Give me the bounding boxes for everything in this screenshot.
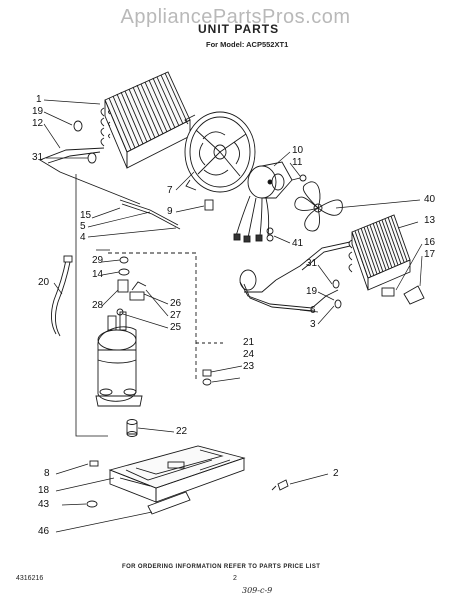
clip-19b <box>334 299 342 309</box>
callout-9: 9 <box>167 206 173 217</box>
clip-27 <box>131 281 147 291</box>
callout-23: 23 <box>243 361 255 372</box>
callout-7: 7 <box>167 185 173 196</box>
callout-10: 10 <box>292 145 304 156</box>
callout-6: 6 <box>310 305 316 316</box>
callout-14: 14 <box>92 269 104 280</box>
grommet-22 <box>126 419 138 437</box>
power-cord-20 <box>51 259 67 335</box>
drain-fitting <box>381 287 395 297</box>
callout-20: 20 <box>38 277 50 288</box>
ordering-info-footer: FOR ORDERING INFORMATION REFER TO PARTS … <box>122 564 321 570</box>
callout-43: 43 <box>38 499 50 510</box>
callout-12: 12 <box>32 118 44 129</box>
nut-29 <box>119 256 129 264</box>
base-pan <box>108 445 246 503</box>
callout-5: 5 <box>80 221 86 232</box>
condenser-coil <box>100 71 191 169</box>
clip-31 <box>87 152 97 164</box>
callout-15: 15 <box>80 210 92 221</box>
callout-2: 2 <box>333 468 339 479</box>
callout-19b: 19 <box>306 286 318 297</box>
screw-41a <box>266 227 274 235</box>
leader-frame-left <box>75 174 108 437</box>
callout-41: 41 <box>292 238 304 249</box>
callout-8: 8 <box>44 468 50 479</box>
watermark: AppliancePartsPros.com <box>120 6 351 28</box>
callout-18: 18 <box>38 485 50 496</box>
callout-17: 17 <box>424 249 436 260</box>
overload-25 <box>116 308 124 316</box>
callout-26: 26 <box>170 298 182 309</box>
callout-3: 3 <box>310 319 316 330</box>
callout-24: 24 <box>243 349 255 360</box>
document-number: 4316216 <box>16 575 44 582</box>
evaporator-tube <box>275 241 351 281</box>
callout-11: 11 <box>292 157 303 168</box>
model-subtitle: For Model: ACP552XT1 <box>206 40 289 49</box>
callout-13: 13 <box>424 215 436 226</box>
callout-40: 40 <box>424 194 436 205</box>
callout-4: 4 <box>80 232 86 243</box>
clip-19 <box>73 120 83 132</box>
callout-31b: 31 <box>306 258 318 269</box>
callout-1: 1 <box>36 94 42 105</box>
rail-46 <box>147 491 191 515</box>
compressor-group-bracket <box>108 252 197 380</box>
callout-leaders <box>43 99 423 533</box>
fan-blade <box>294 181 343 232</box>
fan-nut <box>299 174 307 182</box>
fan-shroud <box>184 111 256 193</box>
terminal-cover-26 <box>129 291 145 301</box>
evaporator-coil <box>348 214 411 291</box>
washer-24 <box>202 369 212 377</box>
fan-motor <box>233 161 307 243</box>
callout-16: 16 <box>424 237 436 248</box>
callout-27: 27 <box>170 310 182 321</box>
handwritten-note: 309-c-9 <box>242 586 273 595</box>
callout-28: 28 <box>92 300 104 311</box>
callout-25: 25 <box>170 322 182 333</box>
callout-21: 21 <box>243 337 255 348</box>
screw-2 <box>277 479 289 491</box>
nut-23 <box>202 378 212 386</box>
callout-29: 29 <box>92 255 104 266</box>
diagram-title: UNIT PARTS <box>198 22 280 36</box>
bracket-17 <box>403 285 425 305</box>
bolt-43 <box>86 500 98 508</box>
page-number: 2 <box>233 575 237 582</box>
grommet-28 <box>117 279 129 293</box>
capillary-line <box>119 199 179 226</box>
callout-19: 19 <box>32 106 44 117</box>
heater-loop-6 <box>239 269 339 312</box>
motor-mount-clip <box>204 199 214 211</box>
compressor <box>95 311 143 407</box>
condenser-tube <box>38 147 141 205</box>
callout-31: 31 <box>32 152 44 163</box>
callout-46: 46 <box>38 526 50 537</box>
washer-14 <box>118 268 130 276</box>
clip-31b <box>332 279 340 289</box>
callout-22: 22 <box>176 426 188 437</box>
screw-8 <box>89 460 99 467</box>
screw-41b <box>266 234 274 242</box>
